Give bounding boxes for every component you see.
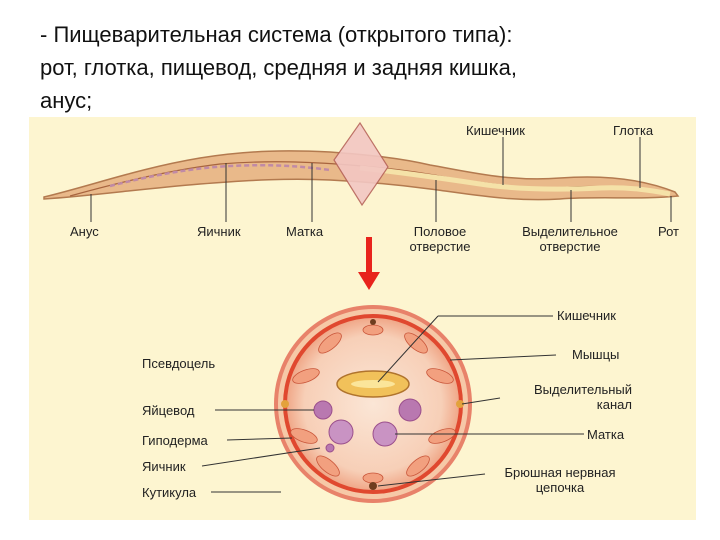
label-section-nerve-cord-line-2: цепочка: [535, 480, 585, 495]
label-worm-genital-opening-line-2: отверстие: [409, 239, 471, 254]
label-worm-excretory-opening-line-1: Выделительное: [522, 224, 618, 239]
heading-line-3: анус;: [40, 88, 93, 113]
down-arrow-icon: [358, 237, 380, 290]
label-section-intestine: Кишечник: [557, 308, 616, 323]
label-worm-pharynx: Глотка: [613, 123, 654, 138]
label-worm-excretory-opening-line-2: отверстие: [539, 239, 601, 254]
label-section-hypodermis: Гиподерма: [142, 433, 208, 448]
label-section-uterus: Матка: [587, 427, 625, 442]
label-worm-genital-opening: Половое отверстие: [400, 224, 480, 254]
heading: - Пищеварительная система (открытого тип…: [40, 18, 690, 117]
label-worm-anus: Анус: [70, 224, 99, 239]
heading-line-1: - Пищеварительная система (открытого тип…: [40, 22, 513, 47]
label-section-ovary: Яичник: [142, 459, 186, 474]
label-section-nerve-cord: Брюшная нервная цепочка: [487, 465, 633, 495]
label-worm-mouth: Рот: [658, 224, 679, 239]
label-section-excretory-canal: Выделительный канал: [500, 382, 632, 412]
label-worm-genital-opening-line-1: Половое: [413, 224, 467, 239]
section-pointers: [201, 315, 584, 493]
label-worm-intestine: Кишечник: [466, 123, 525, 138]
label-worm-excretory-opening: Выделительное отверстие: [505, 224, 635, 254]
worm-reproductive-coil: [109, 163, 331, 188]
label-section-excretory-canal-line-2: канал: [596, 397, 632, 412]
worm-intestine-tube: [359, 165, 671, 197]
label-section-excretory-canal-line-1: Выделительный: [534, 382, 632, 397]
label-worm-uterus: Матка: [286, 224, 324, 239]
label-worm-ovary: Яичник: [197, 224, 241, 239]
label-section-pseudocoel: Псевдоцель: [142, 356, 216, 371]
label-section-nerve-cord-line-1: Брюшная нервная: [504, 465, 616, 480]
worm-pointers: [90, 137, 672, 222]
label-section-cuticle: Кутикула: [142, 485, 197, 500]
worm-cross-section: [274, 305, 472, 503]
worm-longitudinal: [43, 121, 680, 207]
heading-line-2: рот, глотка, пищевод, средняя и задняя к…: [40, 55, 517, 80]
label-section-oviduct: Яйцевод: [142, 403, 195, 418]
label-section-muscles: Мышцы: [572, 347, 620, 362]
section-plane: [333, 121, 389, 207]
